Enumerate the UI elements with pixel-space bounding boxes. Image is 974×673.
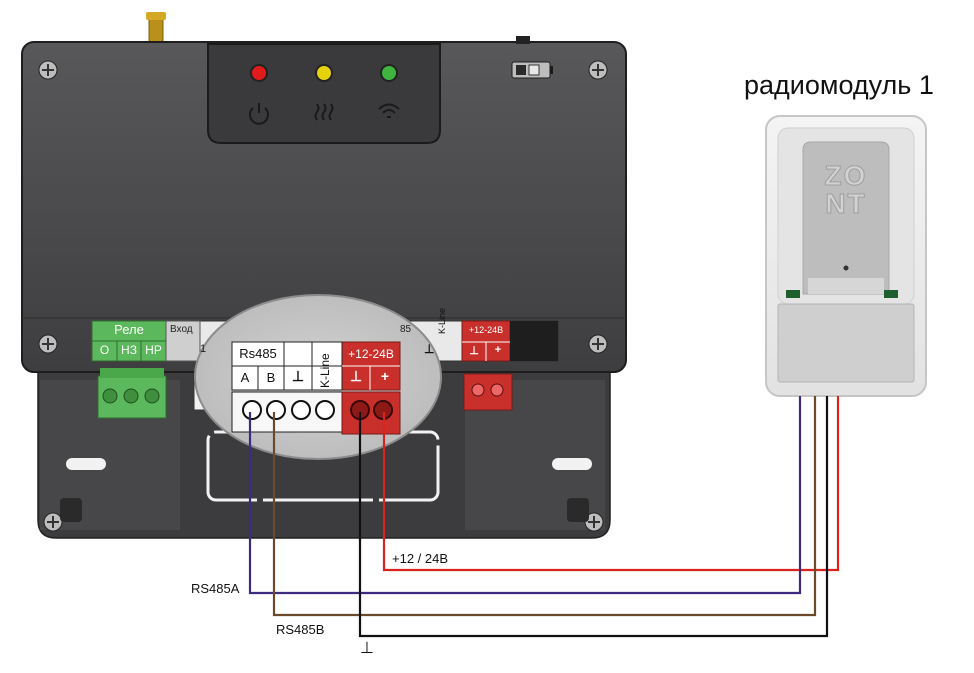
heating-icon xyxy=(314,103,334,121)
wire-label-rs485b: RS485B xyxy=(276,622,325,637)
strip-kline-label: K-Line xyxy=(437,307,447,334)
radio-module-title: радиомодуль 1 xyxy=(744,70,934,100)
wire-power xyxy=(382,396,840,572)
wire-label-rs485a: RS485A xyxy=(191,581,240,596)
zoom-callout xyxy=(194,294,442,460)
zont-logo-top: ZO xyxy=(824,160,868,192)
zoom-pin-a: A xyxy=(240,370,250,385)
side-switch xyxy=(516,36,530,44)
zoom-power-plus: + xyxy=(380,368,390,384)
screw-icon xyxy=(588,334,608,354)
mount-slot-right xyxy=(552,458,592,470)
screw-icon xyxy=(584,512,604,532)
zoom-power-label: +12-24В xyxy=(348,347,394,361)
power-icon xyxy=(249,103,269,125)
input-number: 1 xyxy=(200,343,207,355)
relay-connector xyxy=(97,368,167,419)
wire-label-ground: ⊥ xyxy=(360,640,374,657)
screw-icon xyxy=(588,60,608,80)
zoom-kline-label: K-Line xyxy=(318,353,332,388)
relay-pin-nz: НЗ xyxy=(121,343,137,357)
wire-rs485a xyxy=(248,396,802,595)
strip-power-ground: ⊥ xyxy=(469,345,479,357)
zoom-rs485-label: Rs485 xyxy=(239,346,277,361)
power-connector-small xyxy=(463,373,513,411)
screw-icon xyxy=(38,60,58,80)
rs-partial-label: 85 xyxy=(400,324,412,335)
screw-icon xyxy=(38,334,58,354)
wire-label-power: +12 / 24В xyxy=(392,551,449,566)
wires xyxy=(248,396,840,638)
zoom-pin-b: B xyxy=(266,370,276,385)
zoom-power-ground: ⊥ xyxy=(349,368,363,384)
strip-power-plus: + xyxy=(494,344,502,356)
battery-icon xyxy=(511,61,553,79)
zont-logo-bottom: NT xyxy=(825,188,867,220)
led-indicator xyxy=(250,64,268,82)
led-indicator xyxy=(380,64,398,82)
mount-slot-left xyxy=(66,458,106,470)
radio-module xyxy=(765,115,927,397)
strip-power-label: +12-24В xyxy=(468,325,504,335)
strip-ground-symbol: ⊥ xyxy=(424,342,435,356)
wire-ground xyxy=(358,396,829,638)
zoom-ground-symbol: ⊥ xyxy=(291,368,305,384)
relay-pin-o: O xyxy=(99,343,110,357)
wifi-icon xyxy=(378,103,400,118)
screw-icon xyxy=(43,512,63,532)
relay-title: Реле xyxy=(114,322,144,337)
relay-pin-nr: НР xyxy=(145,343,162,357)
status-dot xyxy=(843,265,849,271)
wire-rs485b xyxy=(272,396,817,617)
led-indicator xyxy=(315,64,333,82)
input-label: Вход xyxy=(170,324,193,335)
